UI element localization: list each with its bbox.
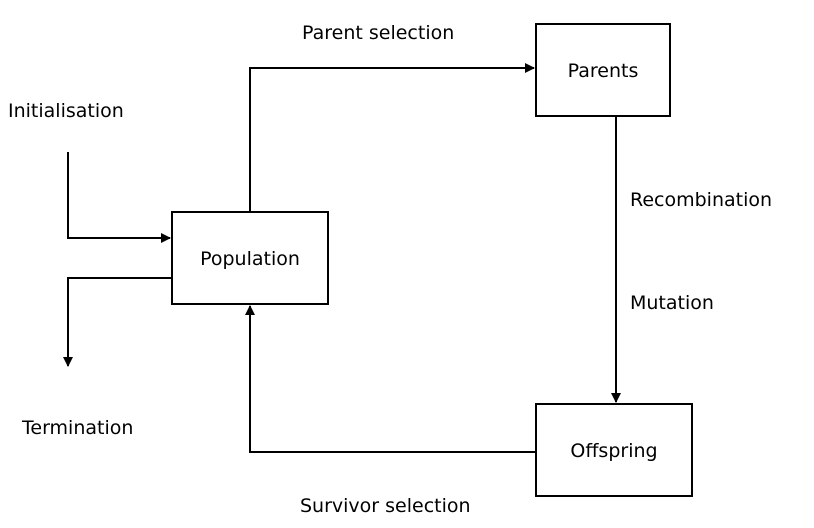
survivor-selection-text: Survivor selection — [300, 495, 471, 517]
termination-arrow — [63, 277, 172, 367]
population-label: Population — [200, 248, 300, 270]
parents-label: Parents — [568, 60, 639, 82]
mutation-text: Mutation — [630, 292, 714, 314]
initialisation-arrow — [67, 152, 171, 243]
initialisation-text: Initialisation — [8, 100, 124, 122]
parents-box — [535, 23, 671, 117]
offspring-label: Offspring — [570, 440, 657, 462]
survivor-selection-arrow — [245, 305, 536, 453]
termination-text: Termination — [21, 417, 133, 439]
offspring-box — [535, 403, 693, 497]
population-box — [171, 211, 329, 305]
parent-selection-text: Parent selection — [302, 22, 454, 44]
parent-selection-arrow — [249, 63, 535, 212]
recombination-text: Recombination — [630, 189, 772, 211]
